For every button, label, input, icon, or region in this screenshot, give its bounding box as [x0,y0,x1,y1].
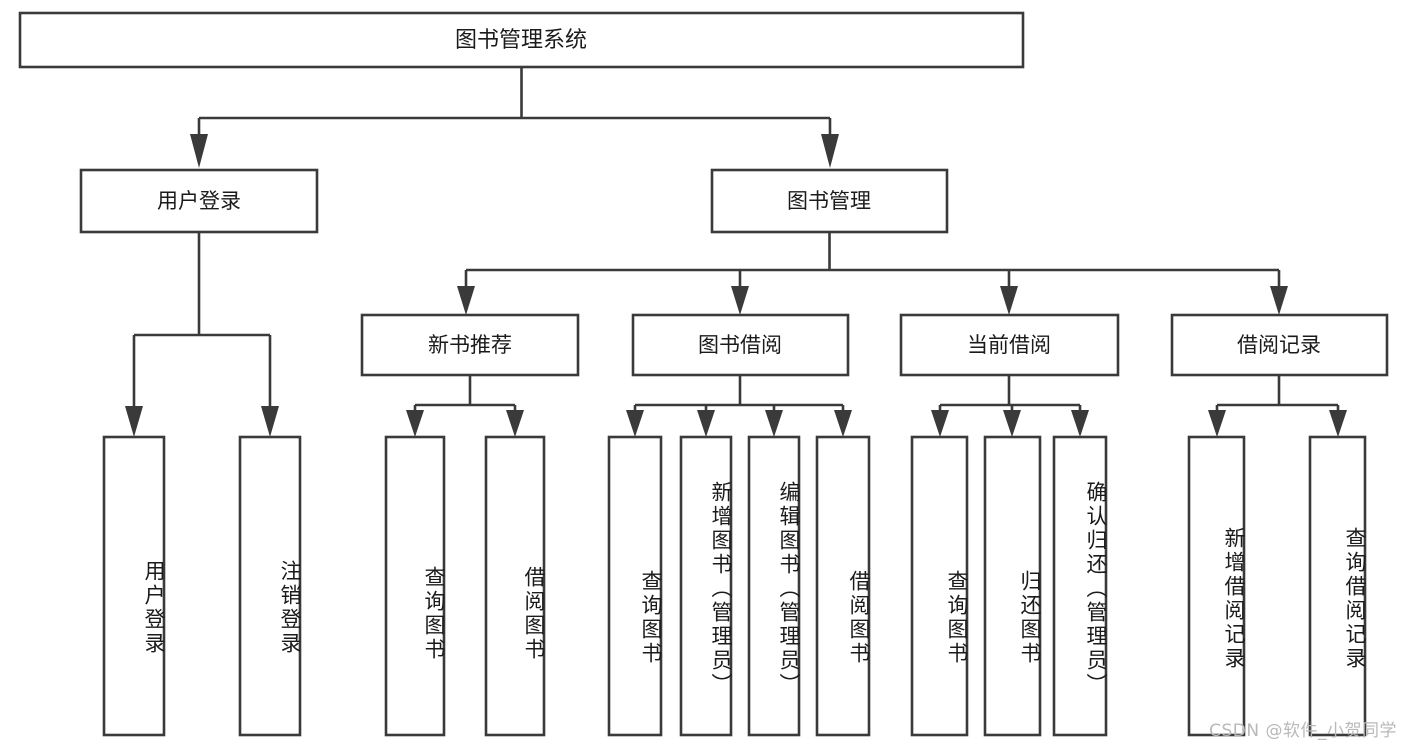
node-user-login-rect[interactable] [79,168,319,234]
node-current-borrow-rect[interactable] [899,313,1120,377]
node-root-rect[interactable] [18,11,1025,69]
connector-current-borrow-to-leaves [931,375,1089,437]
node-leaf-add-borrow-record-rect[interactable] [1187,435,1246,737]
node-leaf-confirm-return-admin-rect[interactable] [1052,435,1108,737]
node-new-book-recommend[interactable]: 新书推荐 [360,313,580,377]
connector-book-borrow-to-leaves [626,375,852,437]
arrow-head-leaf-add-book-admin [697,410,715,437]
csdn-watermark: CSDN @软件_小贺同学 [1209,721,1397,741]
connector-user-login-to-leaves [125,232,279,437]
arrow-head-leaf-query-book-borrow [626,410,644,437]
node-leaf-query-book-rec-rect[interactable] [384,435,446,737]
arrow-head-leaf-query-book-rec [406,410,424,437]
arrow-head-new-book-recommend [457,286,475,315]
node-new-book-recommend-rect[interactable] [360,313,580,377]
arrow-head-book-manage [821,134,839,168]
node-new-book-recommend-label: 新书推荐 [428,333,512,357]
arrow-head-leaf-logout-login [261,406,279,437]
node-root-label: 图书管理系统 [455,28,587,53]
arrow-head-current-borrow [1000,286,1018,315]
node-leaf-query-book-cur-rect[interactable] [910,435,969,737]
connector-borrow-record-to-leaves [1208,375,1347,437]
leaf-rects [102,435,1367,737]
arrow-head-leaf-query-borrow-record [1329,410,1347,437]
arrow-head-leaf-borrow-book [834,410,852,437]
node-root[interactable]: 图书管理系统 [18,11,1025,69]
node-leaf-logout-login-rect[interactable] [238,435,302,737]
node-book-manage-label: 图书管理 [787,189,871,213]
node-borrow-record-rect[interactable] [1170,313,1389,377]
node-leaf-query-book-borrow-rect[interactable] [607,435,663,737]
connector-book-manage-to-level3 [457,232,1288,315]
node-book-borrow[interactable]: 图书借阅 [631,313,850,377]
node-book-borrow-rect[interactable] [631,313,850,377]
node-borrow-record[interactable]: 借阅记录 [1170,313,1389,377]
node-leaf-borrow-book-rec-rect[interactable] [484,435,546,737]
node-borrow-record-label: 借阅记录 [1237,333,1321,357]
arrow-head-user-login [190,134,208,168]
connector-new-book-recommend-to-leaves [406,375,524,437]
arrow-head-leaf-confirm-return-admin [1071,410,1089,437]
arrow-head-book-borrow [731,286,749,315]
connector-root-to-level2 [190,67,839,168]
arrow-head-leaf-query-book-cur [931,410,949,437]
arrow-head-leaf-user-login [125,406,143,437]
node-current-borrow[interactable]: 当前借阅 [899,313,1120,377]
node-leaf-query-borrow-record-rect[interactable] [1308,435,1367,737]
arrow-head-leaf-return-book [1003,410,1021,437]
node-leaf-add-book-admin-rect[interactable] [679,435,733,737]
arrow-head-leaf-add-borrow-record [1208,410,1226,437]
arrow-head-borrow-record [1270,286,1288,315]
node-book-borrow-label: 图书借阅 [698,333,782,357]
node-current-borrow-label: 当前借阅 [967,333,1051,357]
node-book-manage-rect[interactable] [710,168,949,234]
node-leaf-borrow-book-rect[interactable] [815,435,871,737]
arrow-head-leaf-borrow-book-rec [506,410,524,437]
node-leaf-return-book-rect[interactable] [983,435,1042,737]
node-user-login[interactable]: 用户登录 [79,168,319,234]
node-leaf-user-login-rect[interactable] [102,435,166,737]
node-leaf-edit-book-admin-rect[interactable] [747,435,801,737]
node-book-manage[interactable]: 图书管理 [710,168,949,234]
arrow-head-leaf-edit-book-admin [765,410,783,437]
node-user-login-label: 用户登录 [157,189,241,213]
